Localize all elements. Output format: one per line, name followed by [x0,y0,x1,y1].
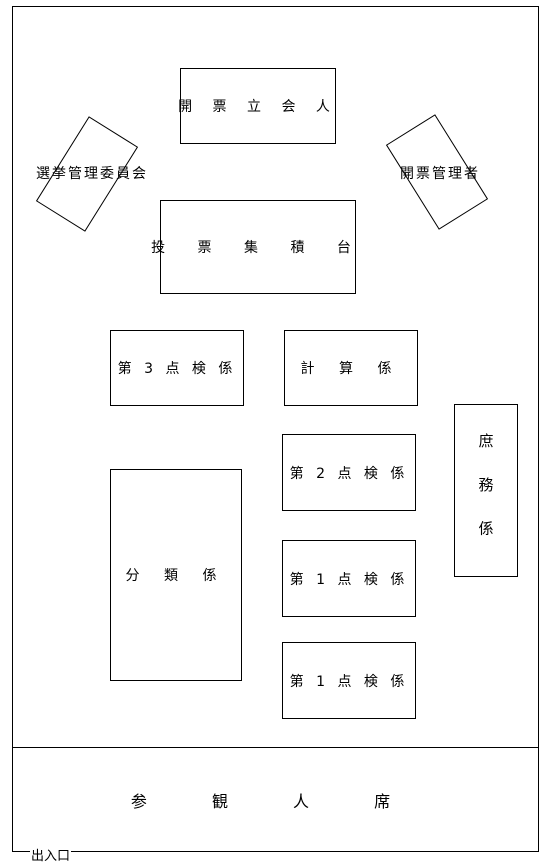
general-affairs-table: 庶 務 係 [454,404,518,577]
calculation-label: 計 算 係 [300,361,402,377]
ballot-collection-table: 投 票 集 積 台 [151,200,356,294]
second-inspection-table: 第 2 点 検 係 [282,434,416,511]
third-inspection-table: 第 3 点 検 係 [110,330,244,406]
counting-witness-label: 開 票 立 会 人 [178,99,338,115]
spectator-area-divider [12,747,539,748]
counting-witness-table: 開 票 立 会 人 [178,68,338,144]
second-inspection-label: 第 2 点 検 係 [289,465,409,482]
election-committee-label: 選挙管理委員会 [36,166,148,182]
first-inspection-label-b: 第 1 点 検 係 [289,673,409,690]
entrance-label: 出入口 [30,845,72,864]
sorting-table: 分 類 係 [110,469,242,681]
counting-manager-label: 開票管理者 [400,166,480,182]
spectator-seating-label: 参 観 人 席 [130,791,421,811]
general-affairs-label: 庶 務 係 [476,433,495,548]
ballot-collection-label: 投 票 集 積 台 [151,240,365,256]
counting-hall-outline [12,6,539,852]
first-inspection-table-b: 第 1 点 検 係 [282,642,416,719]
sorting-label: 分 類 係 [125,568,227,584]
third-inspection-label: 第 3 点 検 係 [117,361,237,377]
first-inspection-table-a: 第 1 点 検 係 [282,540,416,617]
spectator-seating: 参 観 人 席 [12,747,539,852]
first-inspection-label-a: 第 1 点 検 係 [289,571,409,588]
calculation-table: 計 算 係 [284,330,418,406]
